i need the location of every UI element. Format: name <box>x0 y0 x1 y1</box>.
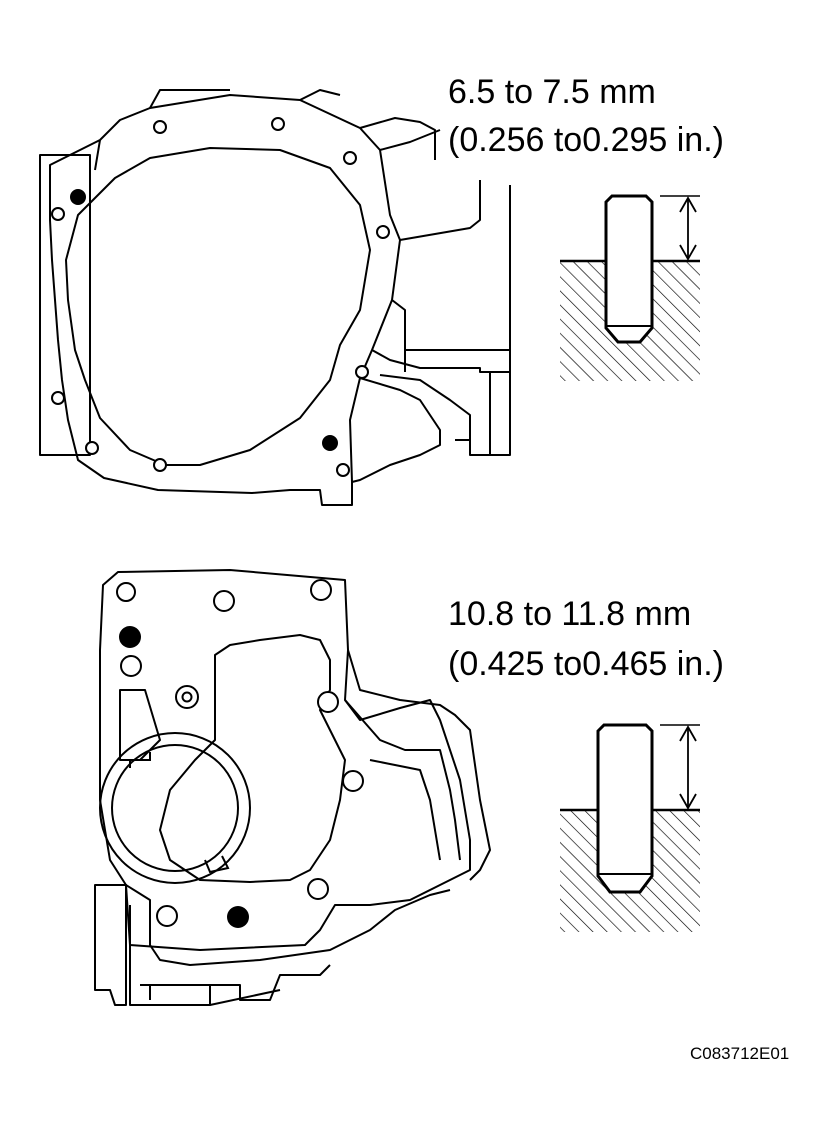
lower-bolt-holes <box>116 579 364 927</box>
upper-dowel-pins <box>70 189 338 451</box>
upper-bolt-holes <box>51 117 390 477</box>
upper-pin-detail <box>560 194 700 381</box>
figure-code: C083712E01 <box>690 1044 790 1063</box>
lower-spec-imperial: (0.425 to0.465 in.) <box>448 645 724 683</box>
lower-bearing-bore <box>99 732 251 884</box>
lower-case-outline <box>94 569 491 1006</box>
upper-spec-imperial: (0.256 to0.295 in.) <box>448 121 724 159</box>
lower-pin-detail <box>560 723 700 932</box>
upper-spec-metric: 6.5 to 7.5 mm <box>448 73 656 111</box>
upper-case-outline <box>39 89 511 506</box>
lower-dowel-pins <box>119 626 249 928</box>
lower-spec-metric: 10.8 to 11.8 mm <box>448 595 692 633</box>
